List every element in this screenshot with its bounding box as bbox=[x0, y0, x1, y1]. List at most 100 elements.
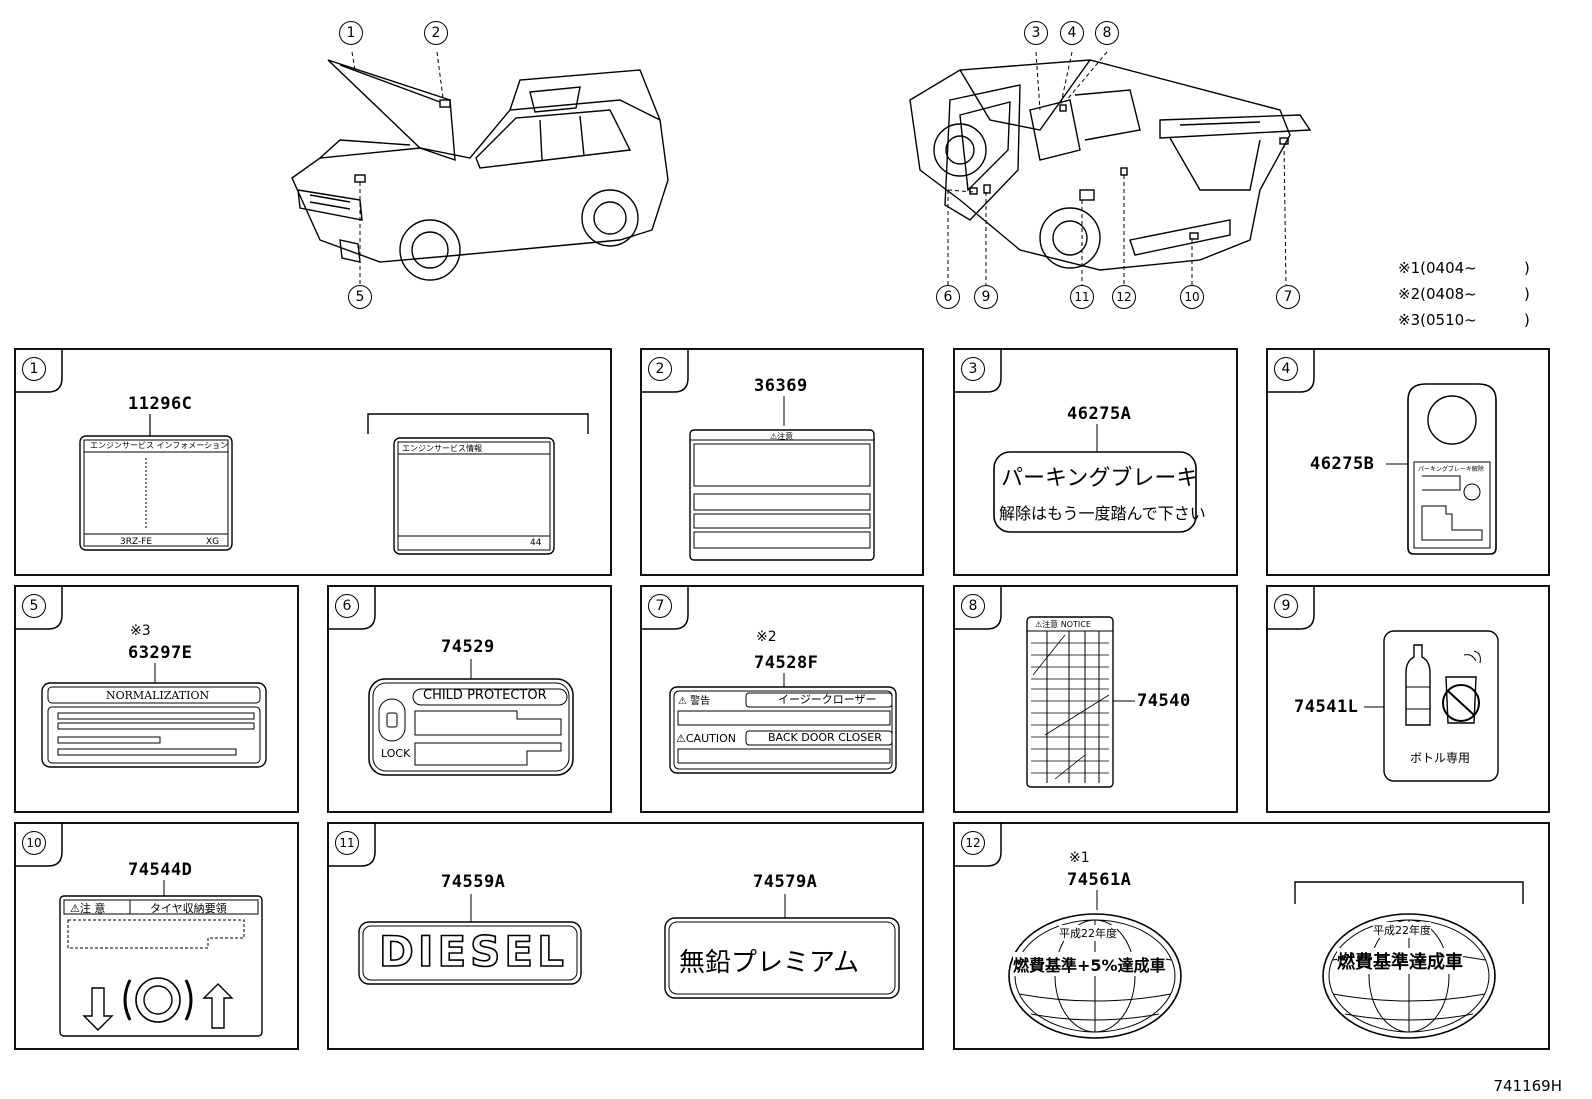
part-number: 63297E bbox=[128, 643, 193, 663]
label-line-1: パーキングブレーキ bbox=[1001, 466, 1199, 491]
legend-range: (0408~ bbox=[1420, 285, 1477, 303]
panel-number: 4 bbox=[1274, 357, 1298, 381]
date-note-mark: ※3 bbox=[130, 623, 151, 639]
figure-number: 741169H bbox=[1493, 1077, 1562, 1095]
back-door-closer-label bbox=[669, 673, 897, 774]
notice-label bbox=[1026, 616, 1135, 788]
caution-box-text: BACK DOOR CLOSER bbox=[768, 731, 882, 744]
legend-mark: ※3 bbox=[1398, 311, 1421, 329]
callout-11: 11 bbox=[1070, 285, 1094, 309]
panel-number: 2 bbox=[648, 357, 672, 381]
label-caution: ⚠注 意 bbox=[70, 902, 106, 915]
label-engine-code: 3RZ-FE bbox=[120, 537, 153, 547]
panel-number: 3 bbox=[961, 357, 985, 381]
front-vehicle-illustration bbox=[291, 51, 669, 288]
parking-brake-label bbox=[993, 424, 1197, 533]
part-number: 74540 bbox=[1137, 691, 1191, 711]
label-heading: タイヤ収納要領 bbox=[150, 902, 227, 915]
panel-number: 10 bbox=[22, 831, 46, 855]
panel-number: 7 bbox=[648, 594, 672, 618]
panel-8: 8 ⚠注意 NOTICE 74540 bbox=[953, 585, 1238, 813]
child-protector-label bbox=[368, 659, 574, 776]
callout-5: 5 bbox=[348, 285, 372, 309]
panel-12: 12 ※1 74561A 平成22年度 燃費基準+5%達成車 平成22年度 燃費… bbox=[953, 822, 1550, 1050]
panel-2: 2 36369 ⚠注意 bbox=[640, 348, 924, 576]
alt-badge-main-text: 燃費基準達成車 bbox=[1337, 948, 1463, 974]
caution-text: ⚠CAUTION bbox=[676, 732, 736, 745]
part-number: 74544D bbox=[128, 860, 193, 880]
callout-1: 1 bbox=[339, 21, 363, 45]
legend-range: (0404~ bbox=[1420, 259, 1477, 277]
legend-end: ) bbox=[1524, 311, 1530, 329]
panel-number: 12 bbox=[961, 831, 985, 855]
panel-number: 6 bbox=[335, 594, 359, 618]
warning-box-text: イージークローザー bbox=[778, 693, 877, 706]
panel-9: 9 74541L ボトル専用 bbox=[1266, 585, 1550, 813]
alt-label-bracket bbox=[367, 413, 589, 555]
part-number: 74528F bbox=[754, 653, 819, 673]
panel-5: 5 ※3 63297E NORMALIZATION bbox=[14, 585, 299, 813]
panel-11: 11 74559A DIESEL 74579A 無鉛プレミアム bbox=[327, 822, 924, 1050]
label-heading: エンジンサービス インフォメーション bbox=[90, 441, 229, 450]
premium-unleaded-label bbox=[664, 894, 900, 999]
label-heading: ⚠注意 bbox=[770, 432, 794, 441]
date-note-mark: ※1 bbox=[1069, 850, 1090, 866]
callout-4: 4 bbox=[1060, 21, 1084, 45]
label-text: 無鉛プレミアム bbox=[679, 948, 860, 978]
legend-mark: ※2 bbox=[1398, 285, 1421, 303]
panel-1: 1 11296C エンジンサービス インフォメーション 3RZ-FE XG エン… bbox=[14, 348, 612, 576]
emblem-text: DIESEL bbox=[378, 926, 568, 977]
badge-year: 平成22年度 bbox=[1059, 925, 1117, 941]
legend-mark: ※1 bbox=[1398, 259, 1421, 277]
part-number: 46275B bbox=[1310, 454, 1375, 474]
callout-10: 10 bbox=[1180, 285, 1204, 309]
part-number: 74541L bbox=[1294, 697, 1359, 717]
alt-label-number: 44 bbox=[530, 538, 542, 548]
bottle-only-label bbox=[1364, 630, 1499, 782]
alt-label-heading: エンジンサービス情報 bbox=[402, 444, 482, 453]
part-number: 74561A bbox=[1067, 870, 1132, 890]
callout-2: 2 bbox=[424, 21, 448, 45]
label-title: NORMALIZATION bbox=[106, 689, 210, 702]
panel-10: 10 74544D ⚠注 意 タイヤ収納要領 bbox=[14, 822, 299, 1050]
panel-number: 1 bbox=[22, 357, 46, 381]
engine-service-label bbox=[79, 414, 233, 551]
legend-range: (0510~ bbox=[1420, 311, 1477, 329]
rear-vehicle-illustration bbox=[909, 51, 1312, 286]
label-grade-code: XG bbox=[206, 537, 220, 547]
diesel-emblem bbox=[358, 894, 582, 985]
panel-number: 8 bbox=[961, 594, 985, 618]
callout-12: 12 bbox=[1112, 285, 1136, 309]
part-number: 74559A bbox=[441, 872, 506, 892]
normalization-label bbox=[41, 663, 267, 768]
panel-6: 6 74529 CHILD PROTECTOR LOCK bbox=[327, 585, 612, 813]
callout-3: 3 bbox=[1024, 21, 1048, 45]
part-number: 36369 bbox=[754, 376, 808, 396]
part-number: 74579A bbox=[753, 872, 818, 892]
warning-text: ⚠ 警告 bbox=[678, 696, 711, 707]
callout-7: 7 bbox=[1276, 285, 1300, 309]
panel-number: 9 bbox=[1274, 594, 1298, 618]
caution-label-36369 bbox=[689, 396, 875, 561]
label-heading: ⚠注意 NOTICE bbox=[1035, 620, 1091, 629]
legend-end: ) bbox=[1524, 259, 1530, 277]
part-number: 11296C bbox=[128, 394, 193, 414]
callout-6: 6 bbox=[936, 285, 960, 309]
panel-3: 3 46275A パーキングブレーキ 解除はもう一度踏んで下さい bbox=[953, 348, 1238, 576]
callout-8: 8 bbox=[1095, 21, 1119, 45]
label-line-2: 解除はもう一度踏んで下さい bbox=[999, 504, 1206, 523]
label-title: CHILD PROTECTOR bbox=[423, 688, 547, 703]
alt-badge-year: 平成22年度 bbox=[1373, 922, 1431, 938]
badge-main-text: 燃費基準+5%達成車 bbox=[1013, 952, 1166, 976]
date-note-mark: ※2 bbox=[756, 629, 777, 645]
panel-number: 5 bbox=[22, 594, 46, 618]
panel-number: 11 bbox=[335, 831, 359, 855]
part-number: 46275A bbox=[1067, 404, 1132, 424]
lock-text: LOCK bbox=[381, 747, 411, 760]
callout-9: 9 bbox=[974, 285, 998, 309]
part-number: 74529 bbox=[441, 637, 495, 657]
panel-4: 4 46275B パーキングブレーキ解除 bbox=[1266, 348, 1550, 576]
tag-text: パーキングブレーキ解除 bbox=[1418, 466, 1484, 473]
panel-7: 7 ※2 74528F ⚠ 警告 イージークローザー ⚠CAUTION BACK… bbox=[640, 585, 924, 813]
label-caption: ボトル専用 bbox=[1410, 751, 1471, 765]
